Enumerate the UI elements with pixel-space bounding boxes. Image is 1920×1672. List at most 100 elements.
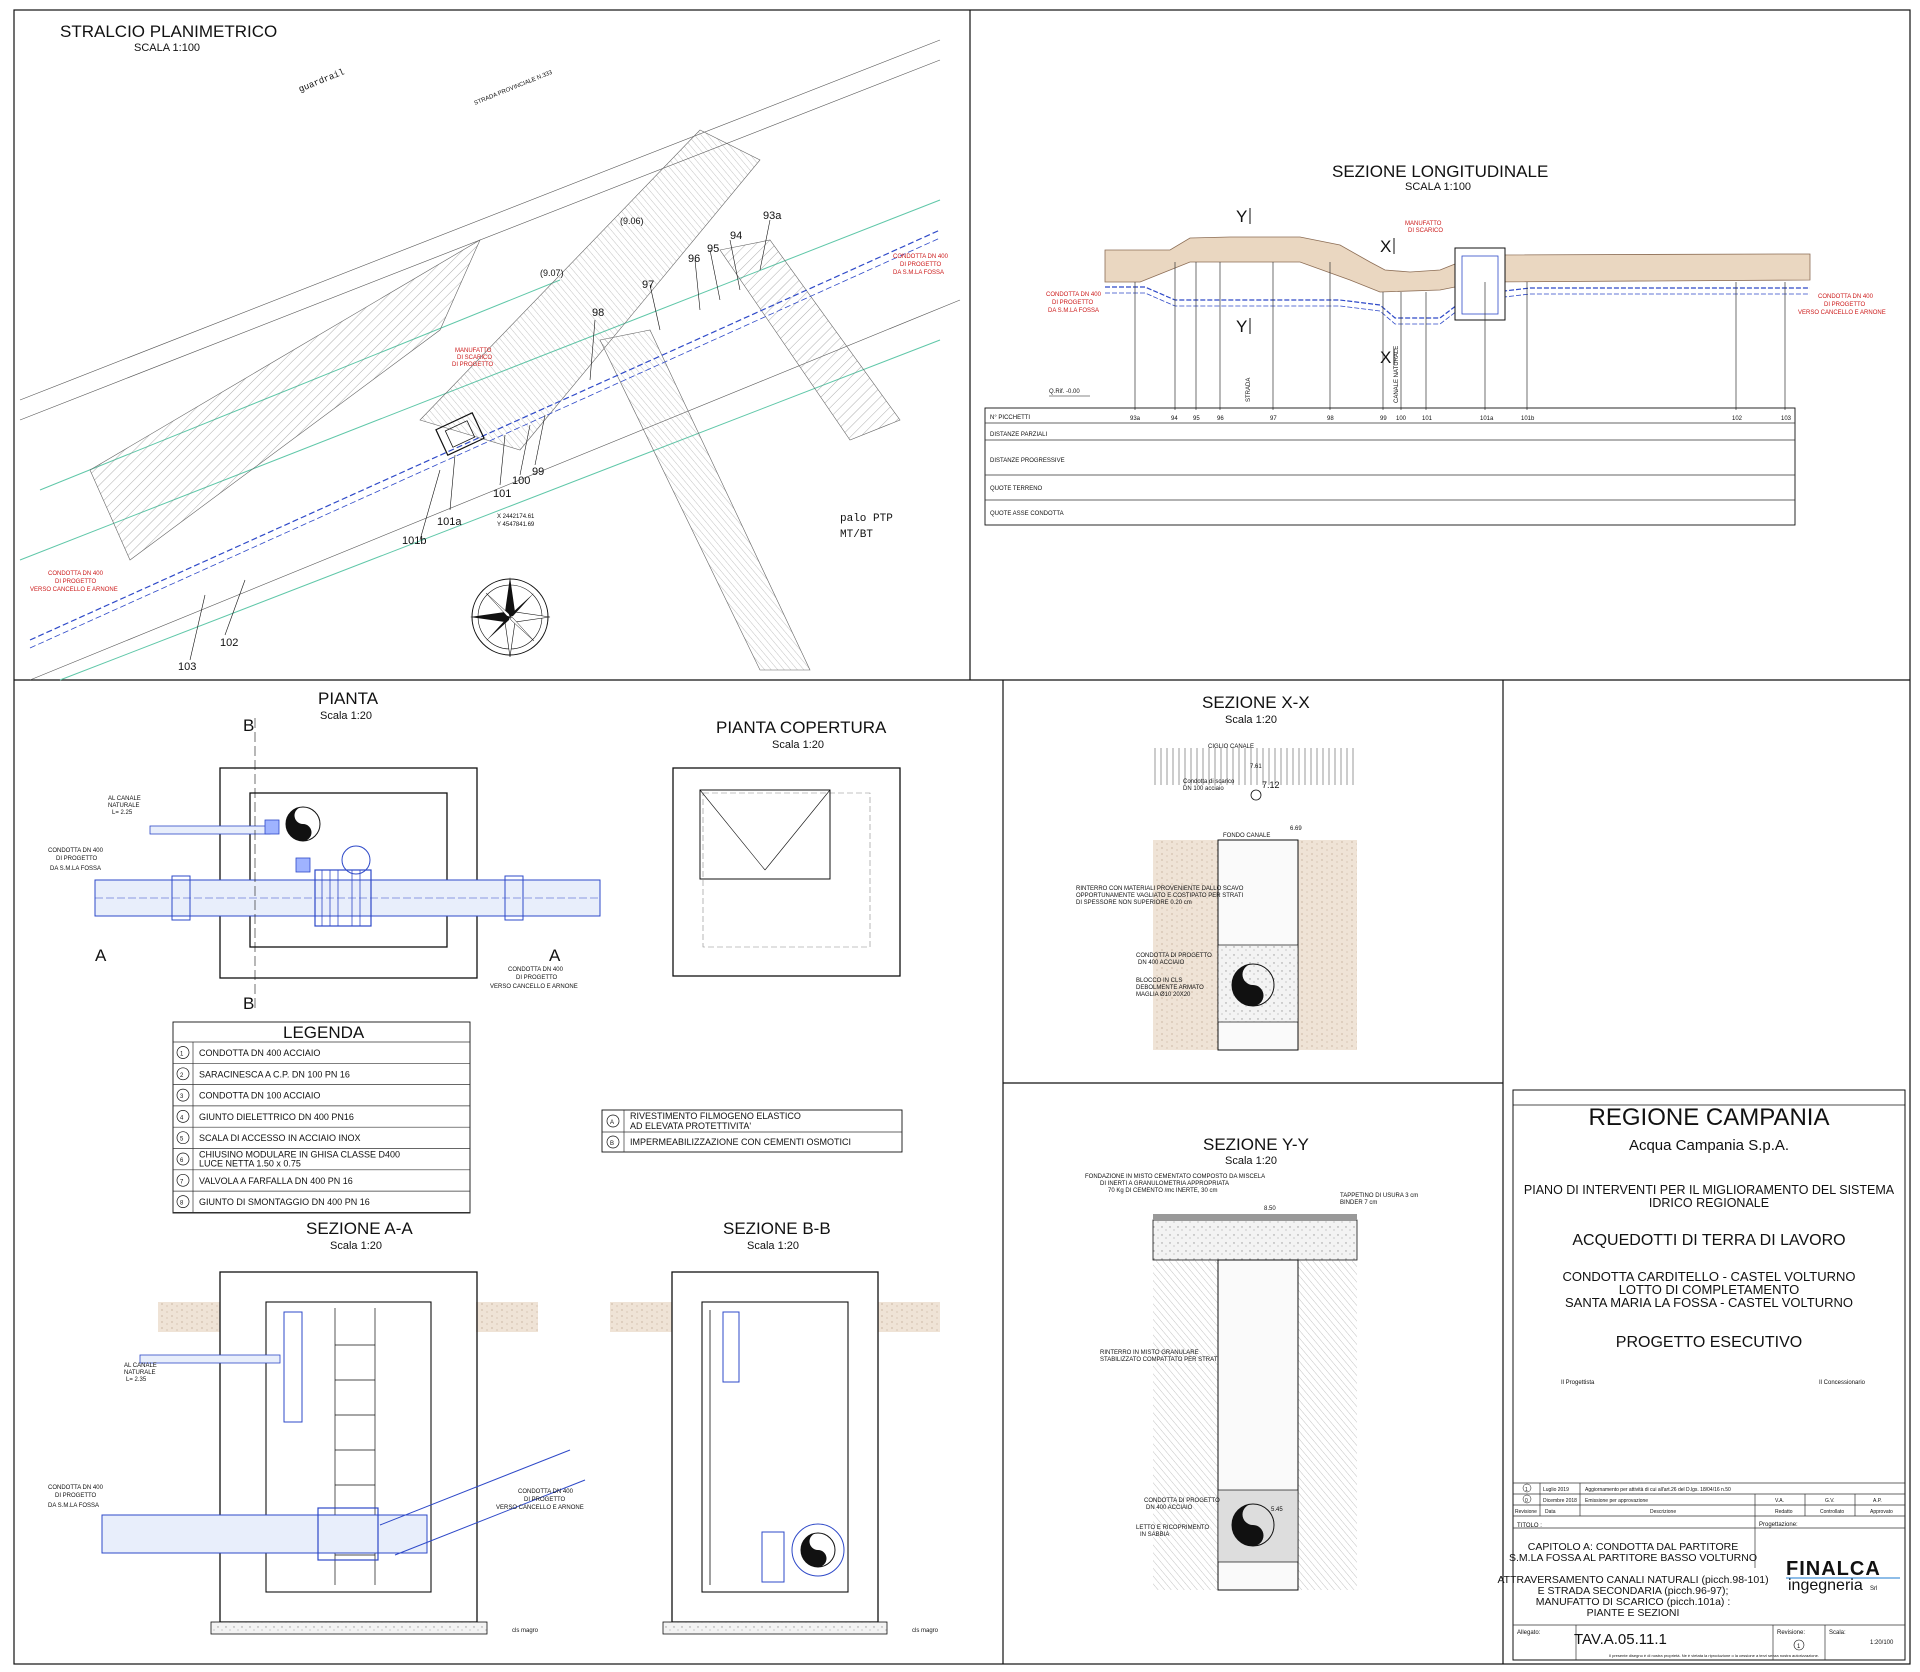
embankment-center [419,129,761,451]
legend-item: GIUNTO DI SMONTAGGIO DN 400 PN 16 [199,1197,370,1207]
svg-text:CONDOTTA DN 400: CONDOTTA DN 400 [48,848,104,854]
svg-text:MANUFATTO: MANUFATTO [1405,221,1442,227]
sec-aa-scale: Scala 1:20 [330,1240,382,1252]
svg-text:FONDAZIONE IN MISTO CEMENTATO: FONDAZIONE IN MISTO CEMENTATO COMPOSTO D… [1085,1174,1265,1180]
legend-marker [176,1173,190,1187]
svg-text:DN 100 acciaio: DN 100 acciaio [1183,786,1224,792]
legend-item: SARACINESCA A C.P. DN 100 PN 16 [199,1069,350,1079]
tb-allegato-label: Allegato: [1517,1630,1541,1636]
svg-text:MAGLIA Ø10 20X20: MAGLIA Ø10 20X20 [1136,992,1191,998]
pianta-section-marks: B B A A [95,716,561,1013]
legend-item: CONDOTTA DN 400 ACCIAIO [199,1048,320,1058]
sec-aa-al-canale: AL CANALE NATURALE L= 2.35 [124,1363,157,1383]
tb-work-3: SANTA MARIA LA FOSSA - CASTEL VOLTURNO [1565,1295,1853,1310]
revision-header: Controllato [1820,1509,1844,1515]
svg-text:DI PROGETTO: DI PROGETTO [524,1497,566,1503]
revision-header: Data [1545,1509,1556,1515]
strada-label: STRADA [1246,378,1252,402]
svg-text:DI PROGETTO: DI PROGETTO [1824,302,1866,308]
pianta-inner-wall [249,792,448,948]
svg-text:DA S.M.LA FOSSA: DA S.M.LA FOSSA [893,270,944,276]
svg-text:IN SABBIA: IN SABBIA [1140,1532,1169,1538]
svg-text:101a: 101a [1480,416,1494,422]
svg-text:A: A [95,946,107,965]
sec-xx-panel: SEZIONE X-X Scala 1:20 CIGLIO CANALE FON… [1076,693,1357,1051]
svg-text:QUOTE ASSE CONDOTTA: QUOTE ASSE CONDOTTA [990,511,1064,517]
svg-text:102: 102 [220,637,238,649]
svg-text:103: 103 [178,661,196,673]
legend-number: 7 [180,1179,184,1185]
svg-text:B: B [243,994,254,1013]
profile-station-labels: 93a 94 95 96 97 98 99 100 101 101a 101b … [1130,416,1792,422]
svg-text:97: 97 [1270,416,1277,422]
svg-text:STABILIZZATO COMPATTATO PER ST: STABILIZZATO COMPATTATO PER STRATI [1100,1357,1219,1363]
revision-header: Descrizione [1650,1509,1676,1515]
svg-text:A: A [610,1120,614,1126]
tb-plan-1: PIANO DI INTERVENTI PER IL MIGLIORAMENTO… [1524,1183,1895,1197]
svg-text:98: 98 [592,307,604,319]
palo-line1: palo PTP [840,513,893,525]
svg-text:DI PROGETTO: DI PROGETTO [1052,300,1094,306]
copertura-title: PIANTA COPERTURA [716,718,887,737]
profile-table: N° PICCHETTI DISTANZE PARZIALI DISTANZE … [984,407,1796,526]
revision-approvato: A.P. [1873,1498,1882,1504]
svg-text:103: 103 [1781,416,1792,422]
legend-number: 1 [180,1052,184,1058]
revision-controllato: G.V. [1825,1498,1835,1504]
svg-text:101: 101 [1422,416,1433,422]
tb-phase: PROGETTO ESECUTIVO [1616,1334,1802,1351]
scarico-label: Condotta di scarico DN 100 acciaio [1183,779,1235,792]
svg-text:LETTO E RICOPRIMENTO: LETTO E RICOPRIMENTO [1136,1525,1209,1531]
svg-text:CONDOTTA DN 400: CONDOTTA DN 400 [893,254,949,260]
plan-pipe [29,229,941,641]
station-labels: 93a 94 95 96 97 98 99 100 101 101a 101b … [178,210,782,673]
yy-rinterro-label: RINTERRO IN MISTO GRANULARE STABILIZZATO… [1100,1350,1219,1363]
legend-number: 4 [180,1115,184,1121]
blocco-label: BLOCCO IN CLS DEBOLMENTE ARMATO MAGLIA Ø… [1136,978,1204,998]
revision-header: Revisione [1515,1509,1537,1515]
pipe-left-label: CONDOTTA DN 400 DI PROGETTO VERSO CANCEL… [30,571,118,593]
legend-item: VALVOLA A FARFALLA DN 400 PN 16 [199,1176,353,1186]
legend-marker [176,1110,190,1123]
svg-text:100: 100 [512,475,530,487]
coating-legend: A RIVESTIMENTO FILMOGENO ELASTICO AD ELE… [601,1109,903,1153]
svg-text:OPPORTUNAMENTE VAGLIATO E COST: OPPORTUNAMENTE VAGLIATO E COSTIPATO PER … [1076,893,1243,899]
manufatto-label: MANUFATTO DI SCARICO DI PROGETTO [452,348,494,368]
tb-scala-label: Scala: [1829,1630,1846,1636]
profile-panel: SEZIONE LONGITUDINALE SCALA 1:100 [984,162,1886,526]
tb-region: REGIONE CAMPANIA [1589,1104,1830,1131]
svg-text:NATURALE: NATURALE [124,1370,156,1376]
palo-line2: MT/BT [840,529,873,541]
svg-text:DISTANZE PARZIALI: DISTANZE PARZIALI [990,432,1047,438]
titolo-line: ATTRAVERSAMENTO CANALI NATURALI (picch.9… [1497,1574,1768,1586]
svg-text:DA S.M.LA FOSSA: DA S.M.LA FOSSA [48,1503,99,1509]
svg-text:MANUFATTO: MANUFATTO [455,348,492,354]
letto-label: LETTO E RICOPRIMENTO IN SABBIA [1136,1525,1209,1538]
mark-907: (9.07) [540,268,564,278]
revision-header: Redatto [1775,1509,1793,1515]
svg-text:IMPERMEABILIZZAZIONE CON CEMEN: IMPERMEABILIZZAZIONE CON CEMENTI OSMOTIC… [630,1137,851,1147]
ciglio-label: CIGLIO CANALE [1208,744,1254,750]
legend-marker [176,1131,190,1145]
fondazione-label: FONDAZIONE IN MISTO CEMENTATO COMPOSTO D… [1085,1174,1265,1194]
svg-text:101: 101 [493,488,511,500]
sec-bb-panel: SEZIONE B-B Scala 1:20 cls magro [610,1219,940,1635]
legend-number: 3 [180,1094,184,1100]
svg-text:DI PROGETTO: DI PROGETTO [56,856,98,862]
pianta-scale: Scala 1:20 [320,710,372,722]
tb-footer: Il presente disegno è di nostra propriet… [1609,1653,1819,1658]
svg-text:DI PROGETTO: DI PROGETTO [900,262,942,268]
profile-manufatto [1454,247,1506,321]
svg-text:95: 95 [707,243,719,255]
svg-text:101b: 101b [402,535,426,547]
svg-text:N° PICCHETTI: N° PICCHETTI [990,415,1030,421]
tb-progettista: Il Progettista [1561,1380,1595,1386]
sec-aa-pipe-out: CONDOTTA DN 400 DI PROGETTO VERSO CANCEL… [496,1489,584,1511]
sec-aa-panel: SEZIONE A-A Scala 1:20 cls magro AL C [48,1219,586,1635]
plan-scale: SCALA 1:100 [134,42,200,54]
tb-revisione-label: Revisione: [1777,1630,1805,1636]
sec-bb-title: SEZIONE B-B [723,1219,831,1238]
sec-yy-panel: SEZIONE Y-Y Scala 1:20 FONDAZIONE IN MIS… [1085,1135,1418,1591]
